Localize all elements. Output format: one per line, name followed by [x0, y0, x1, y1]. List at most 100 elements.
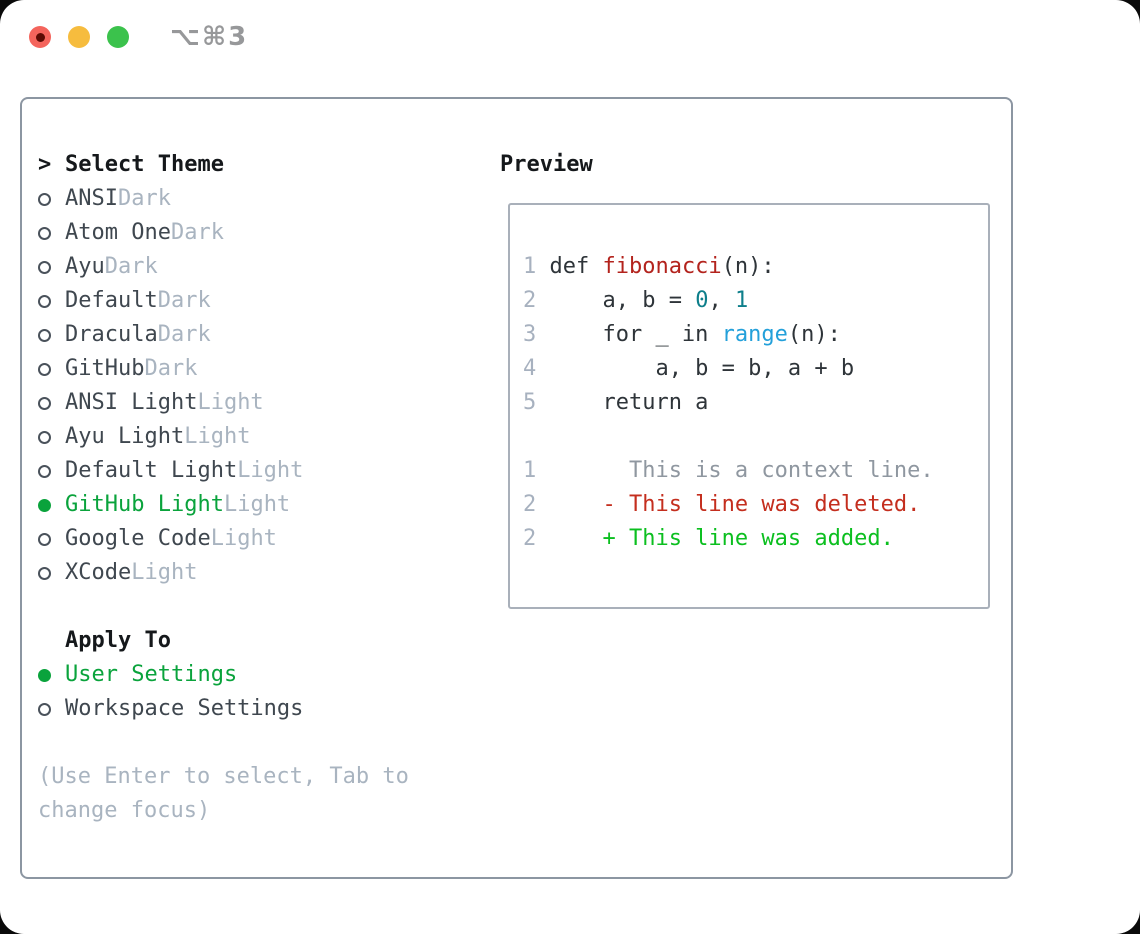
apply-option-label: Workspace Settings: [65, 696, 304, 721]
theme-item-atom-one[interactable]: Atom One Dark: [38, 216, 409, 250]
code-line: 5 return a: [523, 386, 988, 420]
theme-variant-tag: Light: [131, 560, 198, 585]
keyboard-hint-line-1: (Use Enter to select, Tab to: [38, 764, 409, 789]
window-controls: [29, 26, 146, 48]
close-button[interactable]: [29, 26, 51, 48]
line-number: 3: [523, 322, 537, 347]
code-line: 2 a, b = 0, 1: [523, 284, 988, 318]
apply-to-header: Apply To: [38, 624, 409, 658]
theme-item-ansi[interactable]: ANSI Dark: [38, 182, 409, 216]
apply-option-user-settings[interactable]: User Settings: [38, 658, 409, 692]
radio-selected-icon: [38, 668, 51, 682]
diff-line: 1 This is a context line.: [523, 454, 988, 488]
line-number: 1: [523, 458, 537, 483]
token-num: 0: [695, 288, 709, 313]
theme-item-label: Atom One: [65, 220, 171, 245]
token-code: for _ in: [549, 322, 722, 347]
close-dot-icon: [35, 32, 45, 42]
theme-variant-tag: Light: [184, 424, 251, 449]
select-theme-header: >Select Theme: [38, 148, 409, 182]
token-deleted: - This line was deleted.: [549, 492, 921, 517]
token-num: 1: [734, 288, 749, 313]
apply-to-title: Apply To: [65, 628, 171, 653]
code-line: 3 for _ in range(n):: [523, 318, 988, 352]
radio-icon: [38, 464, 51, 478]
theme-item-label: Default: [65, 288, 158, 313]
token-code: (n):: [787, 322, 841, 347]
preview-title: Preview: [500, 152, 593, 177]
radio-selected-icon: [38, 498, 51, 512]
theme-variant-tag: Light: [223, 492, 291, 517]
theme-item-default-light[interactable]: Default Light Light: [38, 454, 409, 488]
theme-item-ayu[interactable]: Ayu Dark: [38, 250, 409, 284]
token-added: + This line was added.: [549, 526, 894, 551]
radio-icon: [38, 430, 51, 444]
theme-item-label: ANSI: [65, 186, 118, 211]
apply-option-label: User Settings: [65, 662, 238, 687]
theme-variant-tag: Dark: [170, 220, 224, 245]
keyboard-hint-line-2: change focus): [38, 798, 211, 823]
radio-icon: [38, 362, 51, 376]
radio-icon: [38, 532, 51, 546]
radio-icon: [38, 396, 51, 410]
theme-item-label: Ayu: [65, 254, 105, 279]
theme-variant-tag: Dark: [144, 356, 198, 381]
theme-item-github[interactable]: GitHub Dark: [38, 352, 409, 386]
radio-icon: [38, 226, 51, 240]
select-theme-title: Select Theme: [65, 152, 224, 177]
theme-item-ansi-light[interactable]: ANSI Light Light: [38, 386, 409, 420]
token-code: ,: [708, 288, 735, 313]
title-bar: ⌥⌘3: [0, 0, 1140, 74]
token-context: This is a context line.: [549, 458, 934, 483]
token-call: range: [721, 322, 788, 347]
token-code: def: [549, 254, 603, 279]
spacer: [38, 726, 409, 760]
zoom-button[interactable]: [107, 26, 129, 48]
theme-item-label: Ayu Light: [65, 424, 185, 449]
theme-variant-tag: Dark: [117, 186, 171, 211]
theme-item-ayu-light[interactable]: Ayu Light Light: [38, 420, 409, 454]
minimize-button[interactable]: [68, 26, 90, 48]
theme-item-default[interactable]: Default Dark: [38, 284, 409, 318]
radio-icon: [38, 566, 51, 580]
theme-item-label: XCode: [65, 560, 132, 585]
theme-variant-tag: Dark: [157, 322, 211, 347]
theme-variant-tag: Light: [210, 526, 277, 551]
radio-icon: [38, 260, 51, 274]
theme-item-label: ANSI Light: [65, 390, 198, 415]
token-code: return a: [549, 390, 709, 415]
line-number: 2: [523, 288, 537, 313]
theme-item-label: Google Code: [65, 526, 211, 551]
theme-variant-tag: Dark: [104, 254, 158, 279]
theme-item-label: GitHub Light: [65, 492, 224, 517]
theme-variant-tag: Light: [197, 390, 264, 415]
theme-item-dracula[interactable]: Dracula Dark: [38, 318, 409, 352]
theme-variant-tag: Dark: [157, 288, 211, 313]
diff-line: 2 - This line was deleted.: [523, 488, 988, 522]
line-number: 2: [523, 526, 537, 551]
theme-item-label: Dracula: [65, 322, 158, 347]
apply-option-workspace-settings[interactable]: Workspace Settings: [38, 692, 409, 726]
theme-item-github-light[interactable]: GitHub Light Light: [38, 488, 409, 522]
code-line: 4 a, b = b, a + b: [523, 352, 988, 386]
theme-item-label: Default Light: [65, 458, 238, 483]
theme-item-google-code[interactable]: Google Code Light: [38, 522, 409, 556]
line-number: 1: [523, 254, 537, 279]
theme-variant-tag: Light: [237, 458, 304, 483]
token-code: a, b =: [549, 288, 696, 313]
line-number: 2: [523, 492, 537, 517]
token-func: fibonacci: [602, 254, 722, 279]
theme-item-label: GitHub: [65, 356, 145, 381]
radio-icon: [38, 294, 51, 308]
spacer: [38, 590, 409, 624]
theme-item-xcode[interactable]: XCode Light: [38, 556, 409, 590]
diff-line: 2 + This line was added.: [523, 522, 988, 556]
line-number: 4: [523, 356, 537, 381]
radio-icon: [38, 702, 51, 716]
